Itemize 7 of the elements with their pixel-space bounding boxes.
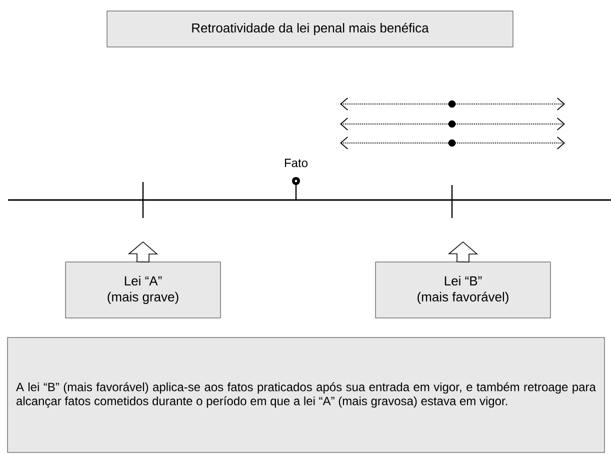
explanation-box: A lei “B” (mais favorável) aplica-se aos fatos praticados após sua entrada em vigor, e também retroage para alcançar fatos cometidos durante o período em que a lei “A” (mais gravosa) estava em vigor. (7, 337, 605, 453)
block-arrow (448, 241, 478, 262)
law-box: Lei “B” (mais favorável) (375, 262, 551, 318)
block-arrow (128, 241, 158, 262)
law-box: Lei “A” (mais grave) (65, 262, 221, 318)
point-label: Fato (284, 158, 308, 168)
title-box: Retroatividade da lei penal mais benéfica (106, 10, 514, 48)
